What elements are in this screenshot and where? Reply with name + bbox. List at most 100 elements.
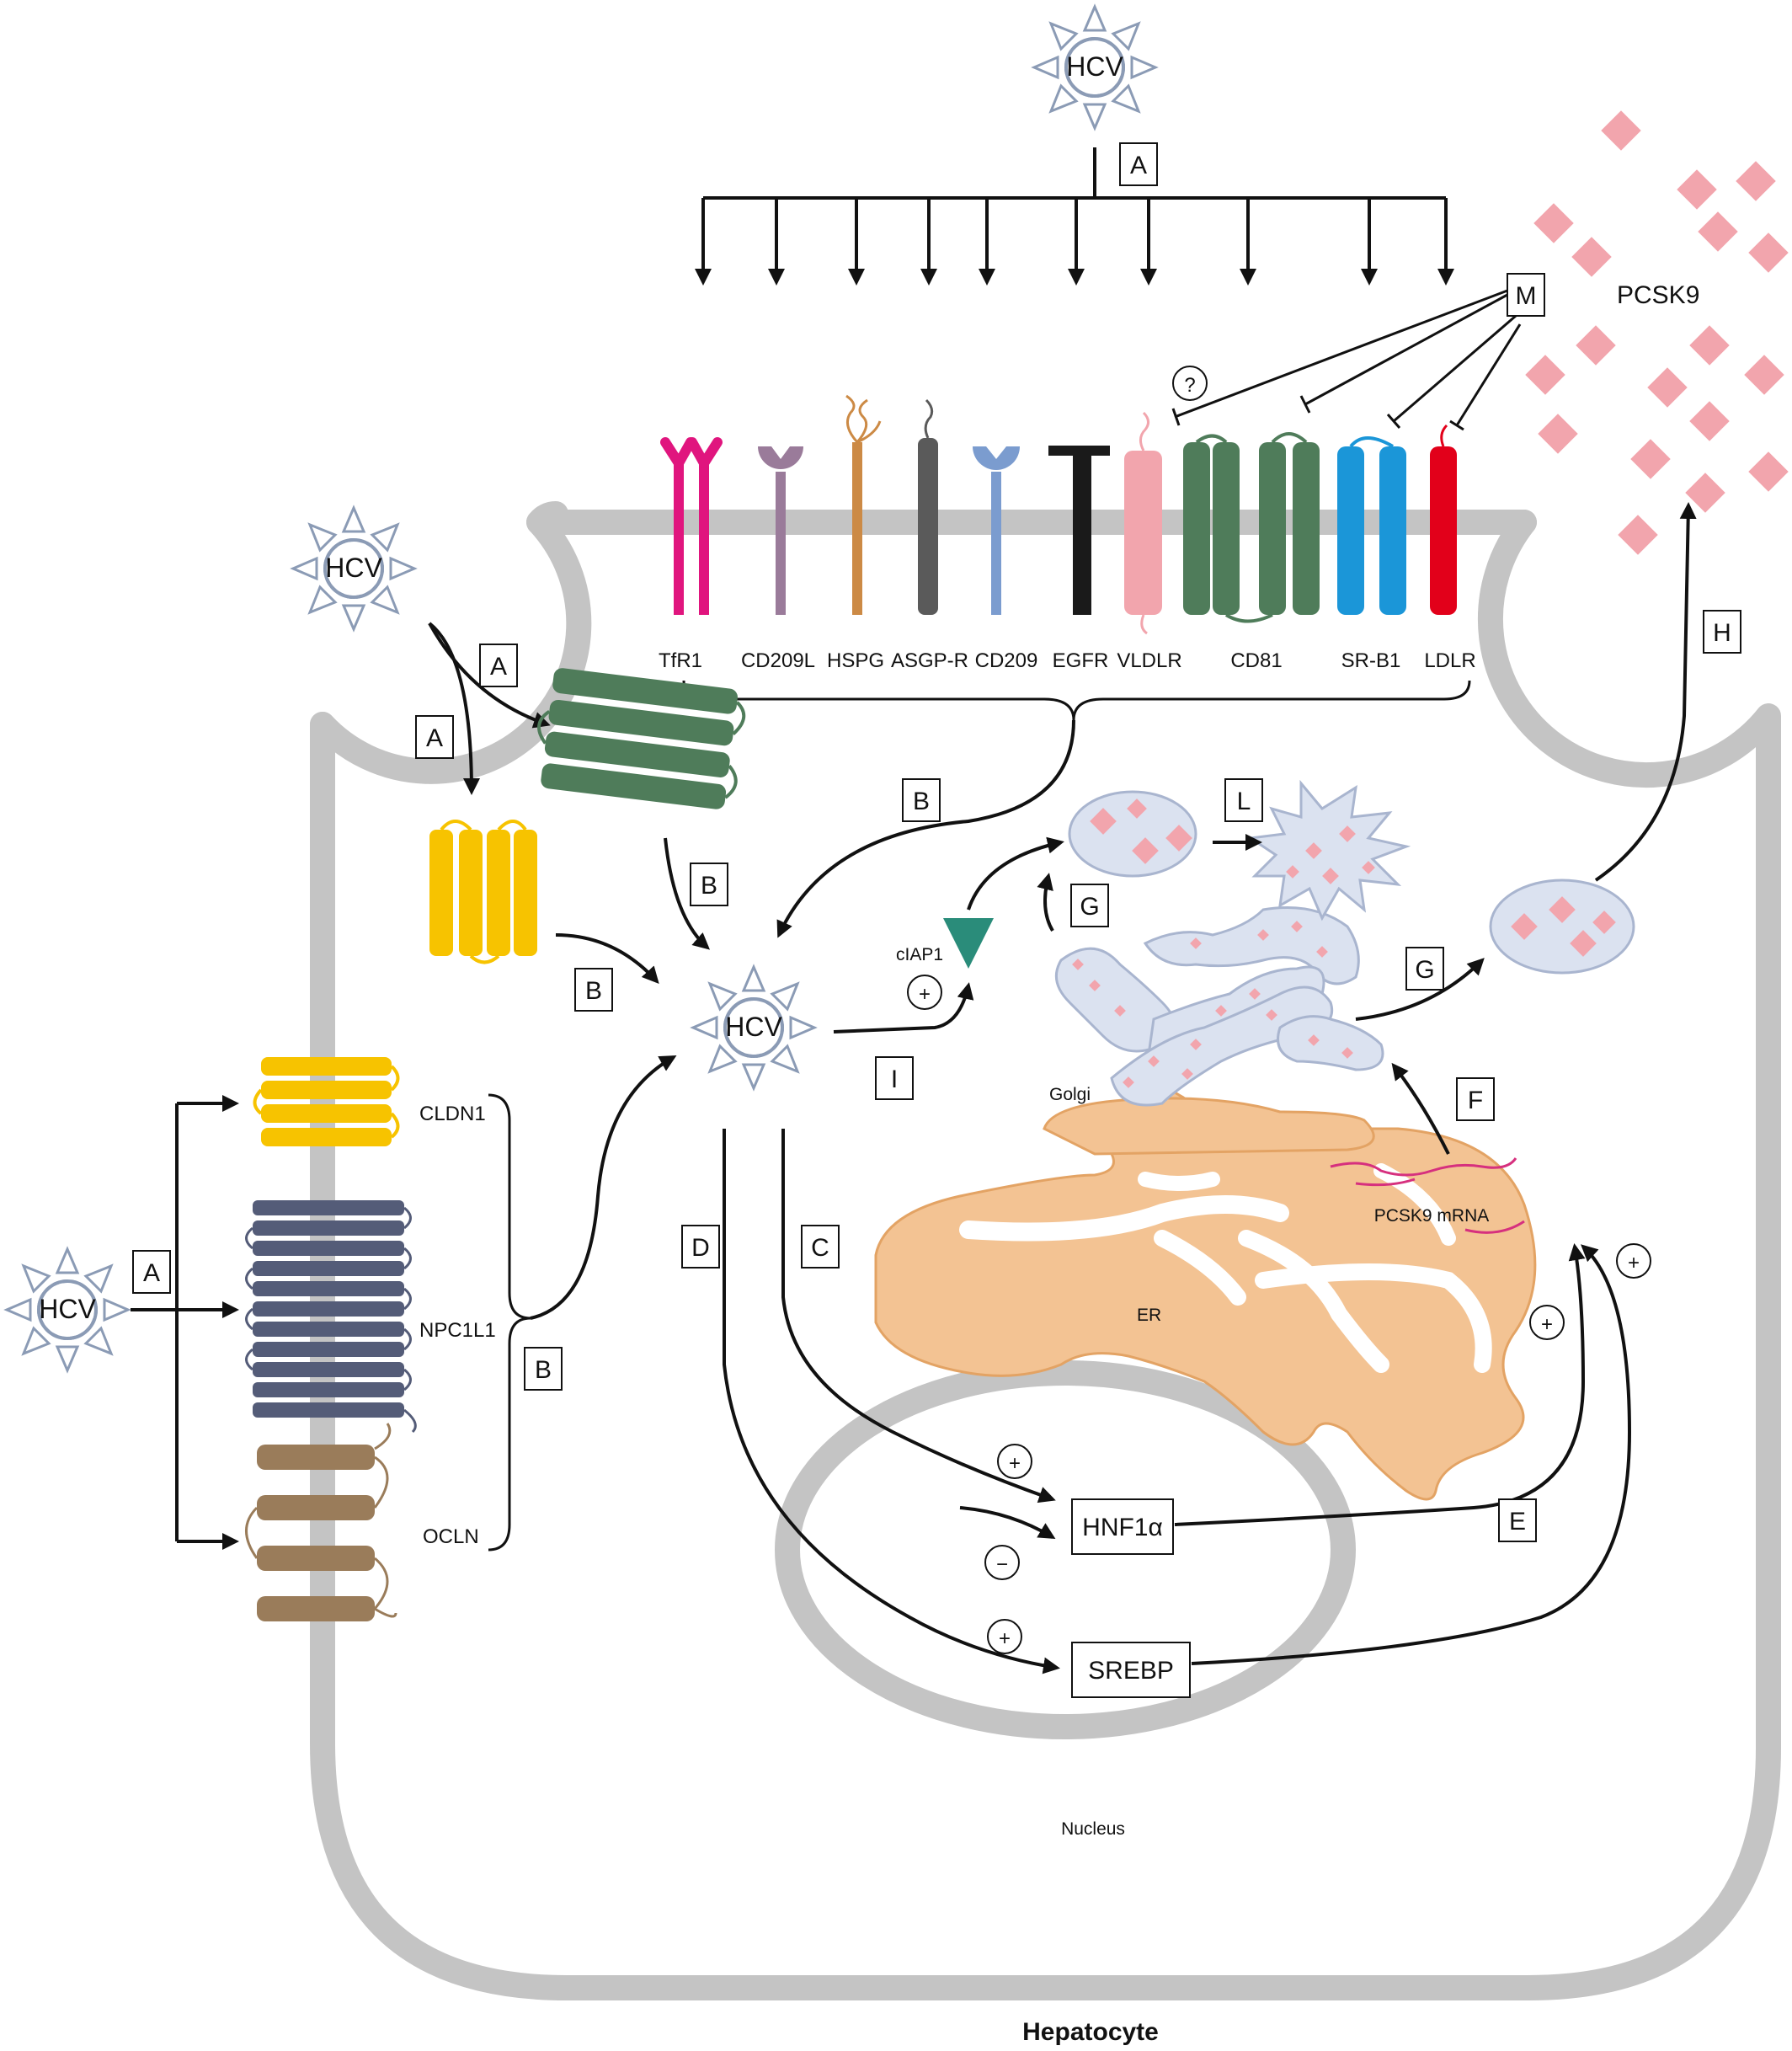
step-box-c: C xyxy=(801,1225,840,1269)
step-box-l: L xyxy=(1224,778,1263,822)
svg-text:+: + xyxy=(1009,1452,1021,1475)
plus-mrna-right: + xyxy=(1616,1243,1651,1279)
step-box-g-right: G xyxy=(1405,947,1444,991)
svg-text:A: A xyxy=(490,653,507,681)
plus-srebp: + xyxy=(987,1619,1022,1654)
nucleus xyxy=(775,1360,1356,1739)
srebp-label: SREBP xyxy=(1088,1657,1174,1685)
arrow-i xyxy=(833,982,974,1034)
step-box-m: M xyxy=(1507,273,1545,317)
plus-mrna-left: + xyxy=(1529,1305,1565,1340)
receptor-ldlr xyxy=(1430,424,1457,615)
receptor-vldlr xyxy=(1124,411,1162,635)
ciap1-label: cIAP1 xyxy=(896,945,943,964)
svg-text:+: + xyxy=(1628,1252,1640,1274)
receptor-cd209l xyxy=(758,446,803,615)
cldn1-label: CLDN1 xyxy=(419,1103,486,1125)
receptor-hspg xyxy=(845,394,882,615)
distribution-arrows-a xyxy=(695,147,1454,286)
receptor-srb1 xyxy=(1337,436,1406,615)
receptor-cd209 xyxy=(973,446,1020,615)
minus-hnf-lower: − xyxy=(984,1545,1020,1580)
svg-text:G: G xyxy=(1080,893,1099,921)
plus-hnf-upper: + xyxy=(997,1444,1032,1479)
receptor-label-cd209: CD209 xyxy=(975,649,1038,672)
svg-text:F: F xyxy=(1468,1087,1483,1114)
svg-text:A: A xyxy=(426,724,443,752)
step-box-b-cd81: B xyxy=(690,863,728,906)
ocln-label: OCLN xyxy=(423,1525,479,1548)
receptor-label-ldlr: LDLR xyxy=(1424,649,1475,672)
svg-text:D: D xyxy=(691,1234,710,1262)
pcsk9-inhibition-m xyxy=(1171,289,1522,431)
npc1l1-stack: NPC1L1 xyxy=(245,1200,496,1434)
step-box-a-bottom: A xyxy=(132,1250,171,1294)
receptor-label-asgpr: ASGP-R xyxy=(891,649,968,672)
svg-text:+: + xyxy=(999,1627,1011,1650)
distribution-arrows-left xyxy=(131,1095,239,1550)
vesicle-right xyxy=(1489,879,1635,975)
svg-text:G: G xyxy=(1415,956,1434,984)
step-box-g-upper: G xyxy=(1070,884,1109,927)
svg-text:H: H xyxy=(1713,619,1731,647)
arrow-ciap1-vesicle xyxy=(967,836,1064,911)
golgi-apparatus: Golgi xyxy=(1049,906,1384,1107)
svg-text:L: L xyxy=(1237,788,1251,815)
ciap1-marker: cIAP1 + xyxy=(896,918,994,1010)
arrow-b-cldn xyxy=(555,933,659,984)
svg-text:A: A xyxy=(143,1259,160,1287)
arrow-c xyxy=(781,1129,1056,1504)
step-box-e: E xyxy=(1498,1498,1537,1542)
cell-title: Hepatocyte xyxy=(1022,2018,1159,2046)
step-box-b-receptors: B xyxy=(902,778,941,822)
svg-text:B: B xyxy=(701,872,717,900)
vesicle-top xyxy=(1068,790,1197,878)
npc1l1-label: NPC1L1 xyxy=(419,1319,496,1342)
srebp-box: SREBP xyxy=(1071,1642,1191,1698)
svg-text:B: B xyxy=(585,977,602,1005)
step-box-b-tight-junction: B xyxy=(524,1347,563,1391)
receptor-label-egfr: EGFR xyxy=(1053,649,1109,672)
svg-text:I: I xyxy=(891,1066,898,1093)
pcsk9-mrna: PCSK9 mRNA xyxy=(1330,1157,1525,1234)
svg-text:+: + xyxy=(1541,1313,1553,1336)
receptor-labels: TfR1 CD209L HSPG ASGP-R CD209 EGFR VLDLR… xyxy=(659,649,1476,672)
arrow-b-tight-junction xyxy=(530,1055,677,1320)
step-box-h: H xyxy=(1703,610,1741,654)
hnf1a-box: HNF1α xyxy=(1071,1498,1174,1555)
cd81-horizontal xyxy=(537,668,746,809)
step-box-b-cldn: B xyxy=(574,968,613,1012)
arrow-f xyxy=(1391,1062,1450,1155)
virus-central: HCV xyxy=(691,965,816,1090)
receptor-cd81 xyxy=(1183,432,1320,623)
arrow-b-cd81 xyxy=(664,837,711,950)
arrow-d xyxy=(723,1129,1060,1674)
arrow-e-srebp xyxy=(1191,1244,1632,1665)
hnf1a-label: HNF1α xyxy=(1082,1514,1163,1541)
svg-text:B: B xyxy=(535,1356,552,1384)
receptor-tfr1 xyxy=(660,437,723,615)
svg-text:−: − xyxy=(996,1553,1008,1576)
svg-text:B: B xyxy=(913,788,930,815)
arrow-g-secretion xyxy=(1355,958,1485,1021)
virus-left-upper: HCV xyxy=(291,506,416,631)
pcsk9-cloud: PCSK9 xyxy=(1525,110,1789,555)
lysosome-burst xyxy=(1246,779,1411,921)
endoplasmic-reticulum: ER xyxy=(874,1085,1537,1501)
svg-text:A: A xyxy=(1130,152,1147,179)
arrow-c-inhibit xyxy=(959,1506,1056,1540)
cldn1-stack: CLDN1 xyxy=(253,1057,486,1146)
step-box-a-left2: A xyxy=(415,715,454,759)
arrow-e-hnf1a xyxy=(1174,1243,1586,1526)
receptor-label-srb1: SR-B1 xyxy=(1341,649,1401,672)
pcsk9-label: PCSK9 xyxy=(1617,281,1699,309)
unknown-marker: ? xyxy=(1172,366,1208,401)
receptor-label-hspg: HSPG xyxy=(827,649,884,672)
receptor-label-vldlr: VLDLR xyxy=(1117,649,1181,672)
virus-top-label: HCV xyxy=(1066,51,1123,82)
receptor-asgpr xyxy=(918,398,938,615)
receptor-label-cd209l: CD209L xyxy=(741,649,815,672)
svg-text:?: ? xyxy=(1184,374,1195,397)
svg-text:+: + xyxy=(919,983,931,1006)
